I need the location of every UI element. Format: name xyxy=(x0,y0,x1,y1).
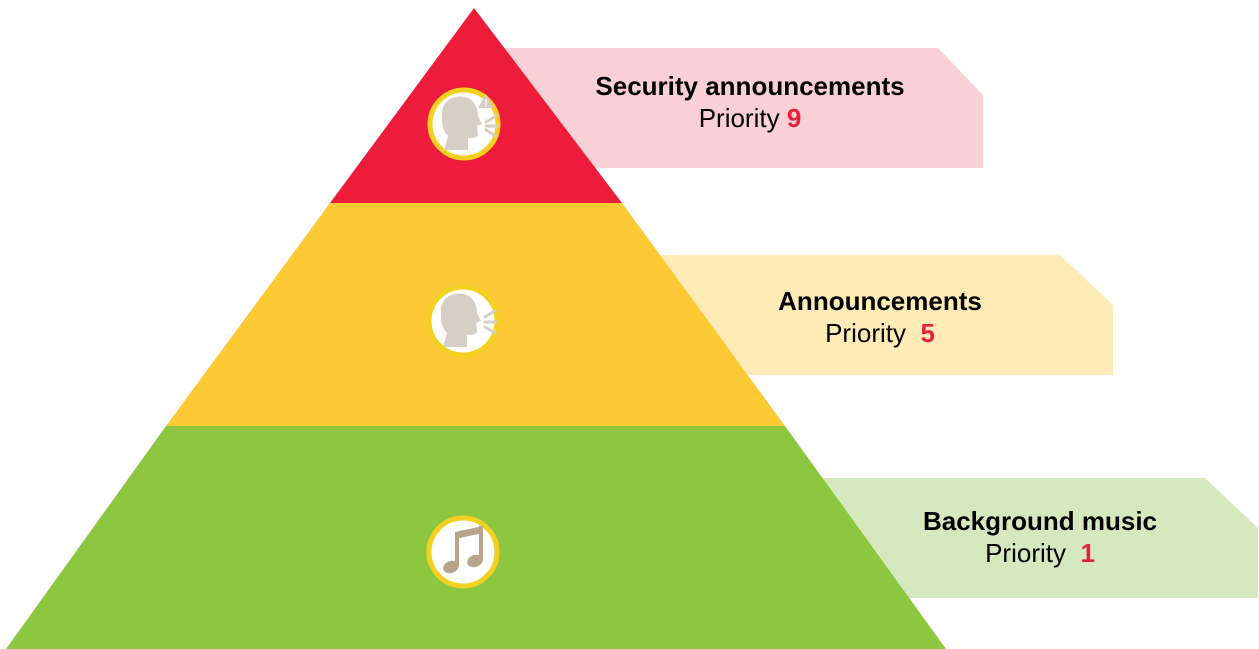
priority-label: Priority xyxy=(698,103,780,133)
svg-text:!: ! xyxy=(485,98,488,108)
priority-value: 5 xyxy=(920,318,935,348)
priority-label: Priority xyxy=(985,538,1066,568)
priority-label: Priority xyxy=(825,318,906,348)
priority-value: 1 xyxy=(1080,538,1095,568)
tier-title: Background music xyxy=(922,506,1158,536)
tag-announcements xyxy=(630,255,1113,375)
priority-value: 9 xyxy=(786,103,802,133)
tier-title: Announcements xyxy=(778,286,982,316)
priority-line: Priority 1 xyxy=(870,537,1210,569)
priority-line: Priority 5 xyxy=(700,317,1060,349)
label-security-announcements: Security announcements Priority 9 xyxy=(520,70,980,134)
priority-line: Priority 9 xyxy=(520,102,980,134)
music-note-icon xyxy=(426,515,500,589)
tier-title: Security announcements xyxy=(595,71,905,101)
label-background-music: Background music Priority 1 xyxy=(870,505,1210,569)
tag-background-music xyxy=(800,478,1258,598)
speaking-head-warning-icon: ! xyxy=(427,87,501,161)
tag-security-announcements xyxy=(470,48,983,168)
label-announcements: Announcements Priority 5 xyxy=(700,285,1060,349)
speaking-head-icon xyxy=(426,284,500,358)
